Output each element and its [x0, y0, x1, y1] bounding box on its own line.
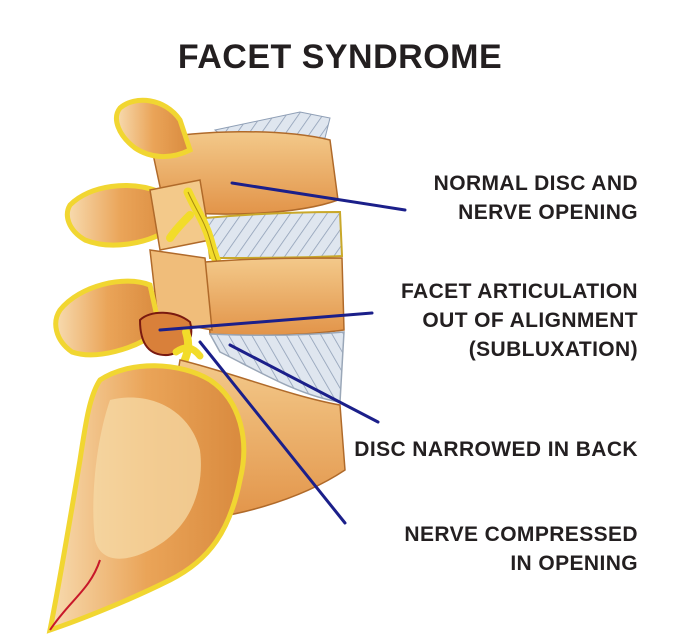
leader-normal-disc — [230, 181, 407, 212]
normal-disc — [203, 210, 344, 260]
label-facet-articulation: FACET ARTICULATION OUT OF ALIGNMENT (SUB… — [401, 277, 638, 364]
label-normal-disc: NORMAL DISC AND NERVE OPENING — [434, 169, 638, 227]
label-normal-disc-line-2: NERVE OPENING — [458, 201, 638, 224]
label-nerve-compressed: NERVE COMPRESSED IN OPENING — [404, 520, 638, 578]
middle-pedicle — [149, 249, 213, 331]
label-disc-narrowed-line-1: DISC NARROWED IN BACK — [354, 438, 638, 461]
leader-facet — [158, 311, 374, 332]
label-facet-line-1: FACET ARTICULATION — [400, 280, 638, 303]
leader-disc-narrowed — [228, 343, 380, 424]
label-nerve-line-1: NERVE COMPRESSED — [404, 523, 638, 546]
label-facet-line-2: OUT OF ALIGNMENT — [422, 309, 638, 332]
label-disc-narrowed: DISC NARROWED IN BACK — [354, 435, 638, 464]
middle-spinous-process — [53, 278, 163, 358]
diagram-title: FACET SYNDROME — [177, 38, 503, 76]
label-facet-line-3: (SUBLUXATION) — [468, 338, 638, 361]
leader-nerve-compressed — [198, 340, 347, 525]
label-nerve-line-2: IN OPENING — [510, 552, 638, 575]
upper-facet — [64, 183, 179, 248]
label-normal-disc-line-1: NORMAL DISC AND — [433, 172, 638, 195]
upper-spinous-process — [114, 97, 194, 159]
